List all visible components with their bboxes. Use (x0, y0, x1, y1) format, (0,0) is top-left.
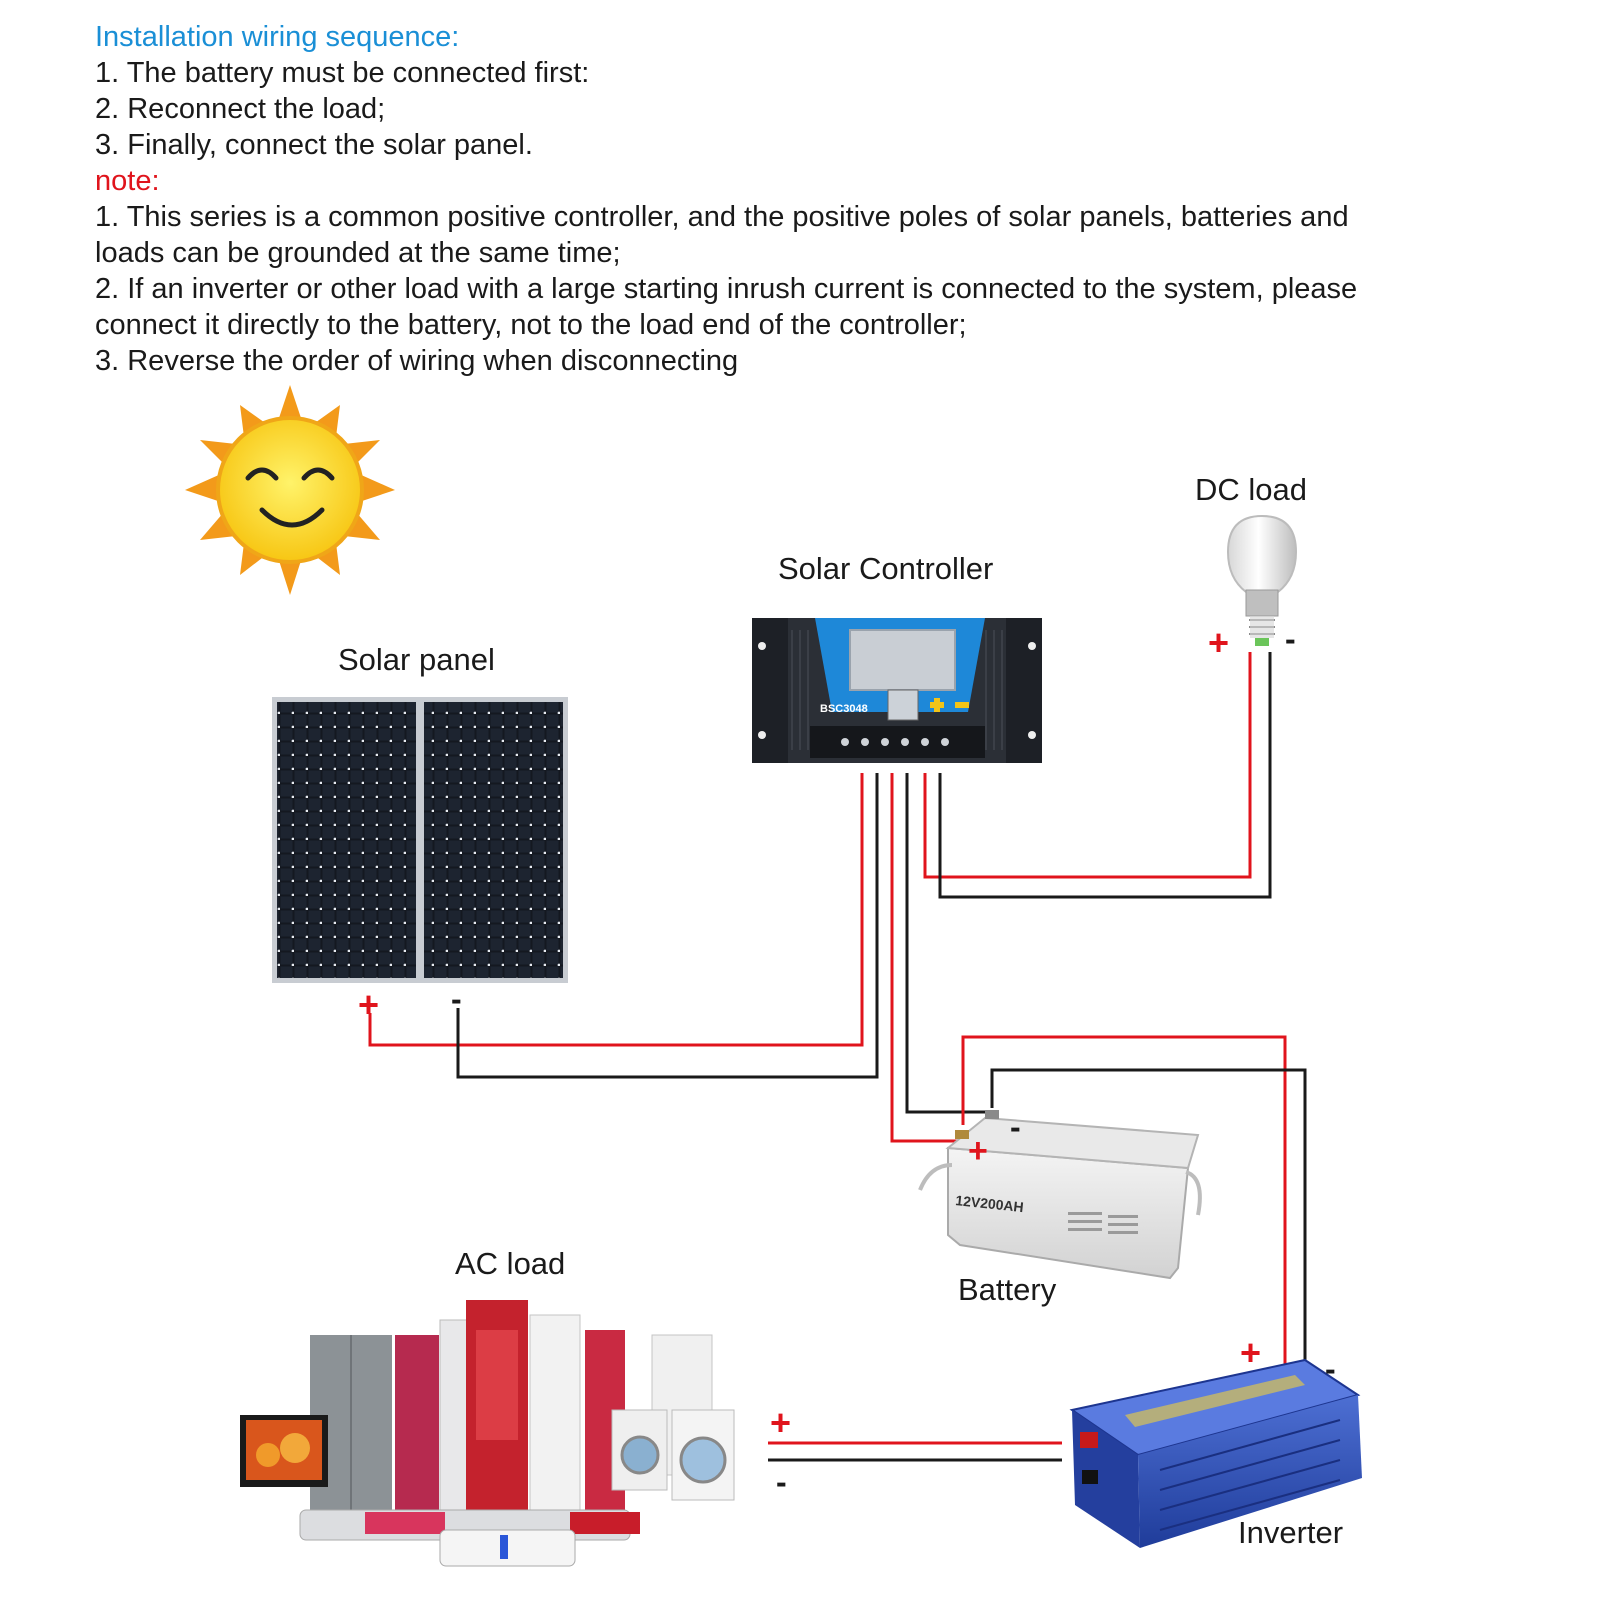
ac-load-minus: - (776, 1464, 787, 1500)
battery-minus: - (1010, 1109, 1021, 1145)
note-1b: loads can be grounded at the same time; (95, 237, 621, 269)
inverter-label: Inverter (1238, 1515, 1344, 1550)
note-2b: connect it directly to the battery, not … (95, 309, 967, 341)
controller-to-dcload-wires (923, 652, 1272, 899)
inverter-minus: - (1325, 1351, 1336, 1387)
inverter-to-acload-wires (768, 1441, 1062, 1462)
battery-to-inverter-wires (961, 1035, 1307, 1372)
note-3: 3. Reverse the order of wiring when disc… (95, 345, 739, 377)
battery-image: 12V200AH (918, 1110, 1202, 1280)
battery-rating-text: 12V200AH (955, 1192, 1025, 1215)
battery-label: Battery (958, 1272, 1057, 1307)
note-heading: note: (95, 165, 160, 197)
controller-model-text: BSC3048 (820, 703, 868, 715)
ac-load-plus: + (770, 1402, 791, 1443)
solar-panel-plus: + (358, 984, 379, 1025)
dc-load-bulb-image (1226, 514, 1298, 646)
controller-to-battery-wires (890, 773, 992, 1143)
battery-plus: + (968, 1132, 988, 1170)
ac-load-appliances-image (240, 1300, 735, 1567)
step-1: 1. The battery must be connected first: (95, 57, 590, 89)
inverter-plus: + (1240, 1332, 1261, 1373)
dc-load-plus: + (1208, 622, 1229, 663)
note-1a: 1. This series is a common positive cont… (95, 201, 1349, 233)
ac-load-label: AC load (455, 1246, 566, 1281)
solar-panel-minus: - (451, 981, 462, 1017)
solar-to-controller-wires (368, 773, 879, 1079)
dc-load-minus: - (1285, 621, 1296, 657)
note-2a: 2. If an inverter or other load with a l… (95, 273, 1358, 305)
wiring-sequence-heading: Installation wiring sequence: (95, 21, 460, 53)
solar-controller-label: Solar Controller (778, 551, 994, 586)
solar-panel-label: Solar panel (338, 642, 495, 677)
step-2: 2. Reconnect the load; (95, 93, 386, 125)
step-3: 3. Finally, connect the solar panel. (95, 129, 533, 161)
solar-controller-image: BSC3048 (752, 618, 1042, 763)
solar-panel-image (272, 697, 568, 983)
dc-load-label: DC load (1195, 472, 1307, 507)
inverter-image (1069, 1358, 1362, 1548)
sun-icon (185, 385, 395, 595)
